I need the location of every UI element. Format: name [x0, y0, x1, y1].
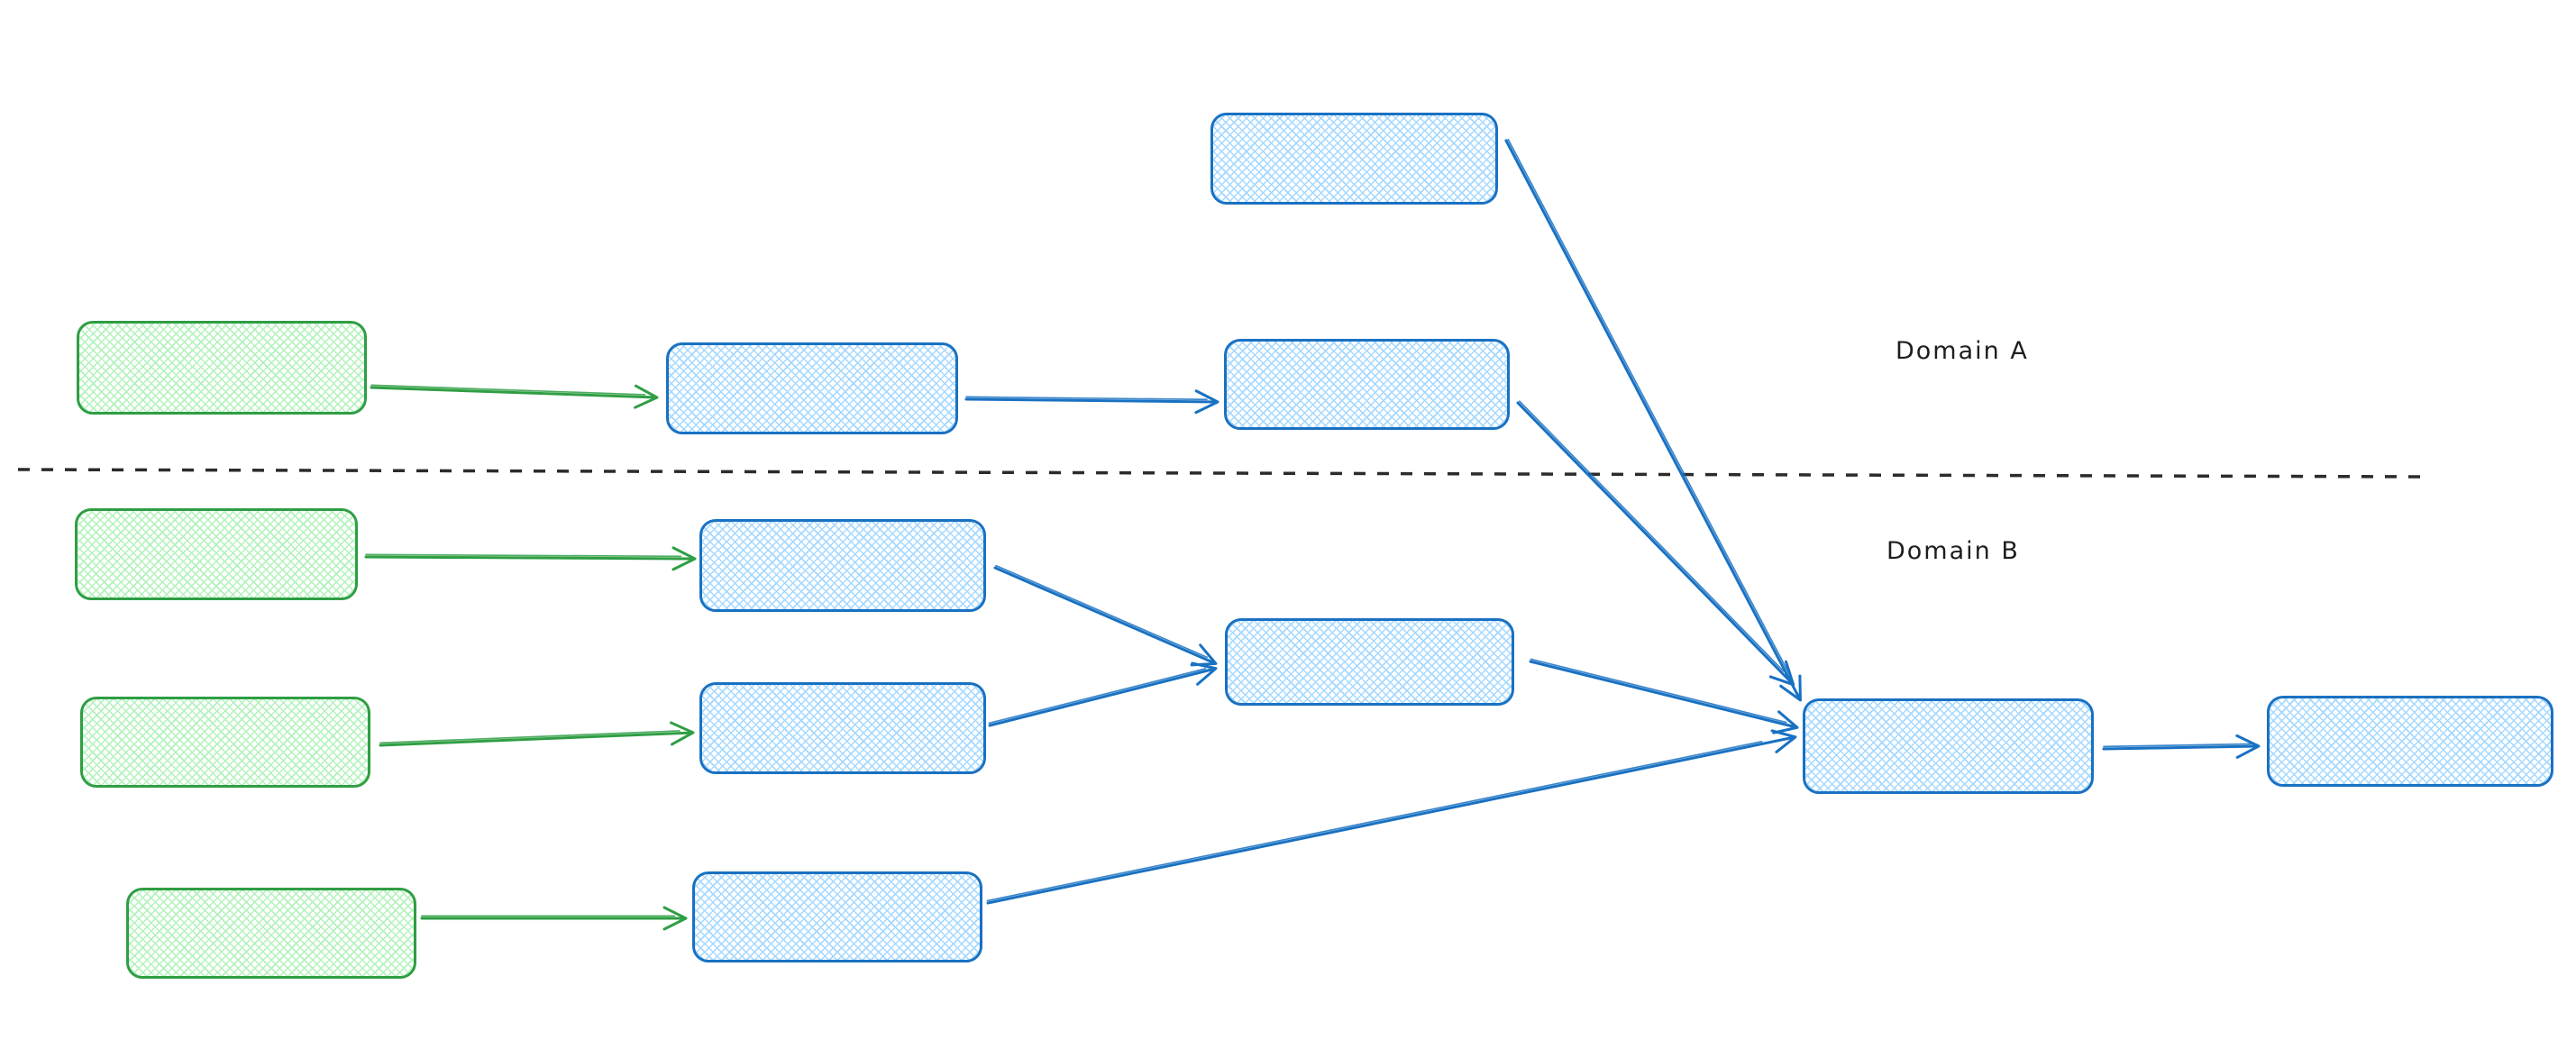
domain-divider	[17, 468, 2427, 479]
edge-domain-b-process-3-to-hub	[986, 729, 1797, 905]
edge-main-stroke	[379, 721, 695, 747]
edge-main-stroke	[2102, 734, 2261, 759]
edge-domain-a-process-2-to-hub	[1516, 400, 1795, 687]
edge-ghost-stroke	[379, 730, 681, 744]
edge-external-input-to-hub	[1504, 138, 1802, 702]
edge-main-stroke	[993, 566, 1218, 667]
edge-ghost-stroke	[965, 396, 1208, 401]
edge-ghost-stroke	[370, 384, 646, 396]
edge-domain-b-source-2-to-process-2	[379, 721, 695, 747]
edge-domain-a-process-1-to-process-2	[964, 389, 1219, 415]
domain-b-label: Domain B	[1886, 537, 2020, 565]
edge-ghost-stroke	[1507, 138, 1792, 677]
edge-domain-b-process-2-to-merge	[988, 661, 1218, 727]
edge-main-stroke	[964, 389, 1219, 415]
edge-domain-a-source-to-process-1	[370, 384, 659, 409]
edge-main-stroke	[986, 729, 1797, 905]
divider-line	[17, 468, 2427, 479]
edge-main-stroke	[1504, 139, 1802, 702]
domain-a-label: Domain A	[1895, 337, 2029, 365]
edge-ghost-stroke	[1530, 658, 1787, 724]
edge-main-stroke	[1529, 660, 1799, 734]
edge-main-stroke	[1516, 401, 1795, 687]
edge-ghost-stroke	[986, 740, 1763, 902]
edge-main-stroke	[988, 661, 1218, 727]
edge-group	[364, 138, 2261, 931]
edge-main-stroke	[364, 546, 697, 571]
edge-ghost-stroke	[995, 564, 1209, 659]
edge-ghost-stroke	[988, 668, 1207, 725]
edge-domain-b-process-1-to-merge	[993, 564, 1218, 667]
edge-main-stroke	[370, 384, 659, 409]
edge-ghost-stroke	[1519, 400, 1785, 672]
edge-domain-b-merge-to-hub	[1529, 658, 1799, 734]
edge-ghost-stroke	[365, 553, 682, 558]
edge-hub-to-output	[2102, 734, 2261, 759]
edge-domain-b-source-1-to-process-1	[364, 546, 697, 571]
edge-domain-b-source-3-to-process-3	[420, 906, 688, 931]
edge-ghost-stroke	[2103, 743, 2252, 748]
